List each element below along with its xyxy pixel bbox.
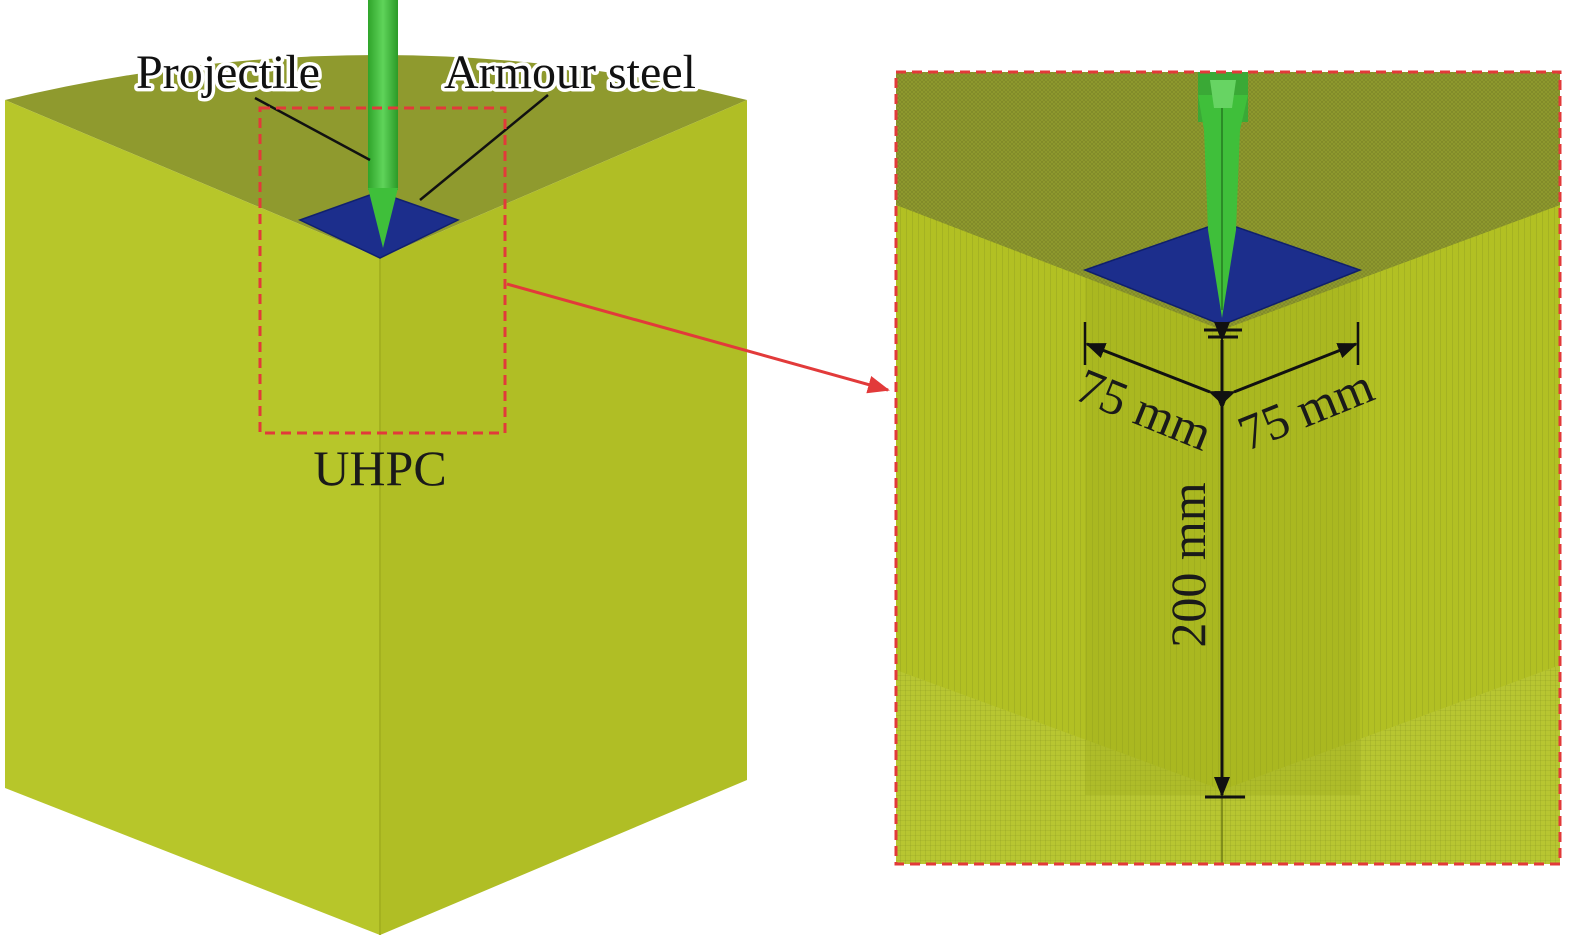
zoom-border (894, 70, 1562, 866)
dim-depth-label: 200 mm (1160, 482, 1216, 647)
projectile-nose (368, 188, 398, 248)
uhpc-label: UHPC (313, 440, 446, 496)
dim-width-left-line (1085, 342, 1230, 406)
callout-box (258, 106, 507, 435)
zoom-arrow (506, 282, 890, 394)
projectile (368, 0, 398, 248)
projectile-shank (368, 0, 398, 190)
uhpc-block (5, 55, 747, 935)
dim-width-right-line (1214, 342, 1358, 407)
uhpc-left-face (5, 100, 380, 935)
armour-steel-label: Armour steel (444, 46, 696, 99)
zoom-projectile (1198, 72, 1248, 318)
uhpc-right-face (380, 100, 747, 935)
projectile-leader-line (254, 96, 371, 162)
dimension-lines (1083, 322, 1360, 799)
armour-steel-leader-line (419, 94, 549, 201)
projectile-label: Projectile (136, 46, 320, 99)
